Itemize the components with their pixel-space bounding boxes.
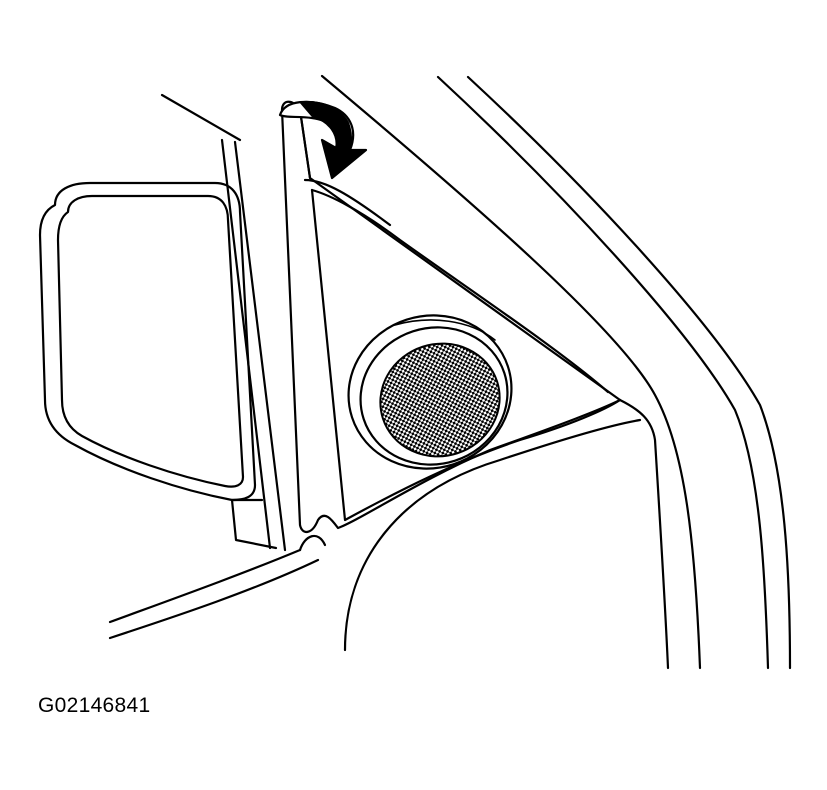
tweeter-speaker bbox=[347, 314, 513, 470]
speaker-grille bbox=[379, 342, 501, 458]
dash-panel bbox=[343, 418, 642, 652]
a-pillar-frame bbox=[320, 74, 792, 670]
outside-mirror bbox=[38, 181, 278, 550]
door-window-frame bbox=[160, 93, 287, 552]
door-beltline bbox=[108, 534, 327, 640]
figure-code-label: G02146841 bbox=[38, 694, 151, 717]
curved-arrow-icon bbox=[278, 100, 368, 180]
